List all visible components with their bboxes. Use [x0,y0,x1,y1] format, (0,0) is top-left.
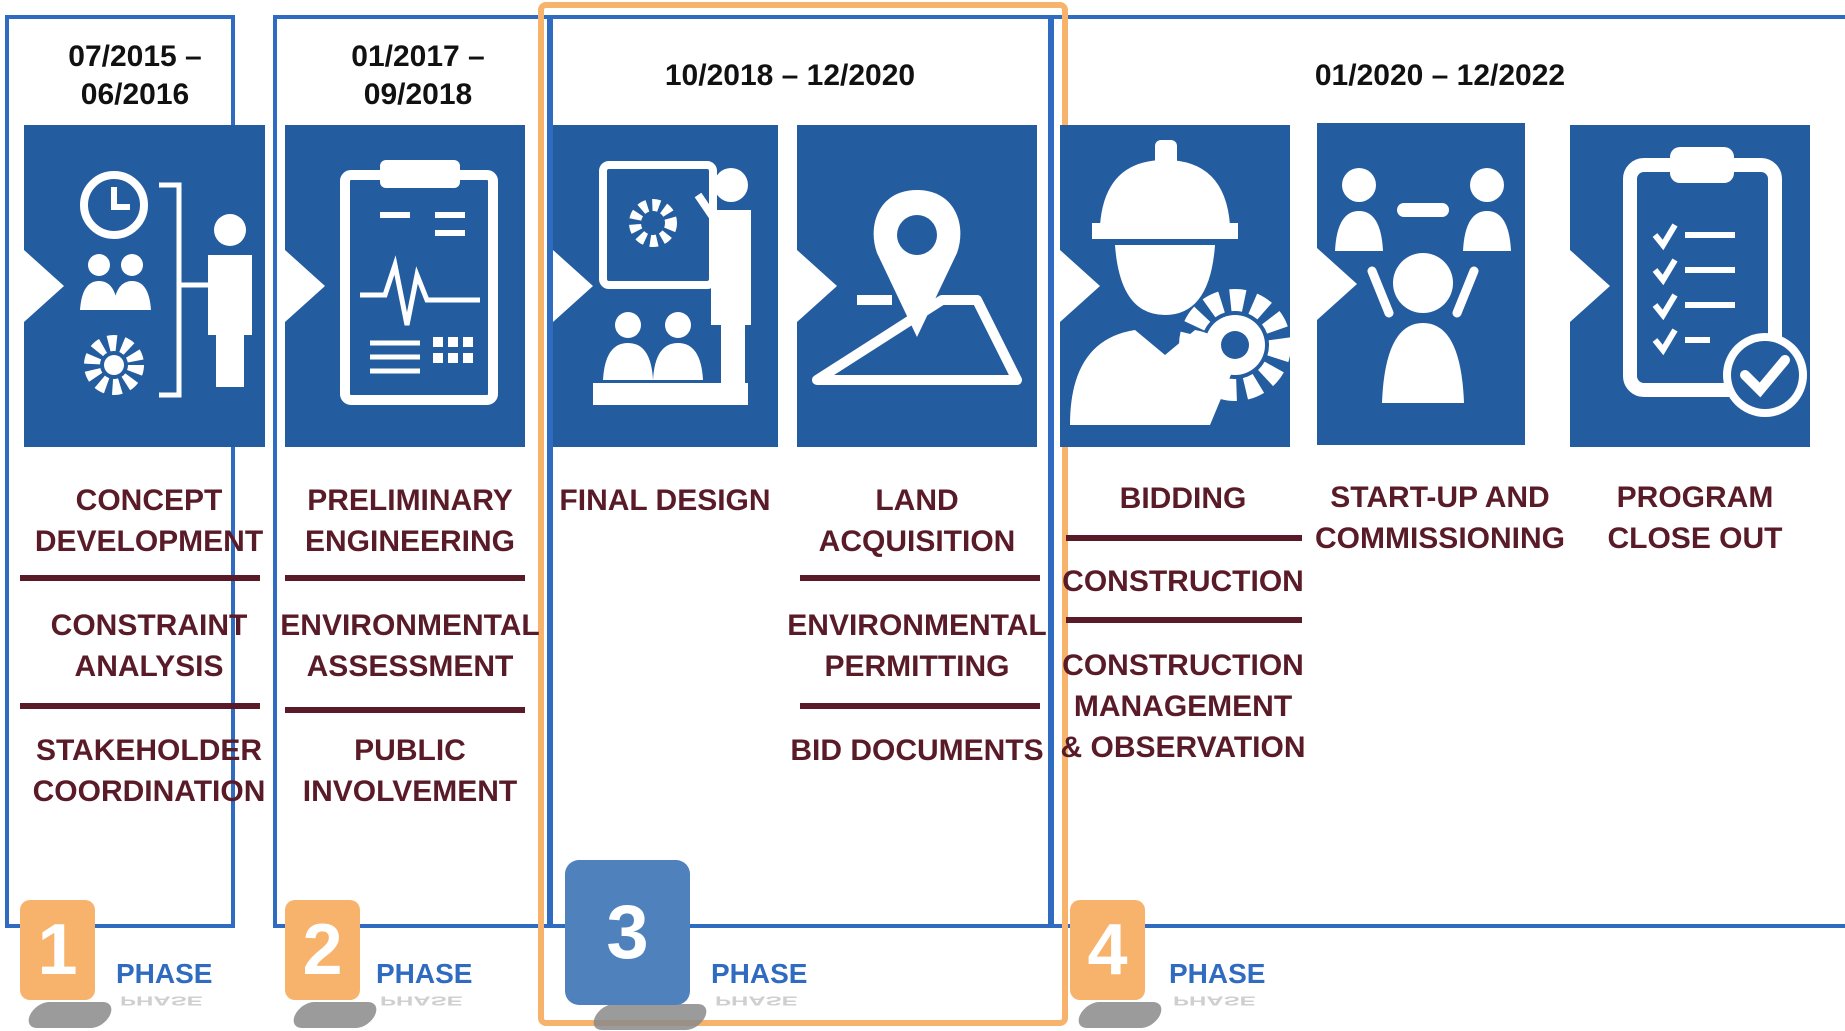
people-group-icon [1317,168,1511,403]
label-final-design: FINAL DESIGN [559,484,771,517]
phase-4-reflection: PHASE [1173,993,1256,1008]
phase-4-badge: 4 [1070,900,1145,1000]
divider [285,575,525,581]
label-environmental-assessment: ENVIRONMENTAL ASSESSMENT [280,609,540,683]
phase-3-badge: 3 [565,860,690,1005]
divider [20,703,260,709]
divider [800,575,1040,581]
phase-1-reflection: PHASE [120,993,203,1008]
clipboard-chart-icon [285,160,498,405]
phase-2-reflection: PHASE [380,993,463,1008]
team-meeting-icon [24,171,252,398]
tile-startup [1317,123,1525,445]
phase-3-highlight [538,2,1068,1026]
label-bidding: BIDDING [1119,482,1247,515]
label-construction: CONSTRUCTION [1062,565,1304,598]
tile-closeout [1570,125,1810,447]
label-construction-management: CONSTRUCTION MANAGEMENT & OBSERVATION [1060,649,1306,764]
label-startup-commissioning: START-UP AND COMMISSIONING [1314,481,1565,555]
divider [800,703,1040,709]
badge-shadow [588,1004,712,1030]
label-land-acquisition: LAND ACQUISITION [818,484,1016,558]
tile-land [797,125,1037,447]
phase-4-label: PHASE [1169,958,1266,989]
engineer-gear-icon [1060,140,1290,425]
tile-prelim [285,125,525,447]
phase-3-dates: 10/2018 – 12/2020 [664,59,916,92]
divider [285,707,525,713]
label-program-close-out: PROGRAM CLOSE OUT [1607,481,1783,555]
phase-3-label: PHASE [711,958,808,989]
divider [1066,535,1302,541]
phase-1-label: PHASE [116,958,213,989]
divider [1066,617,1302,623]
phase-2-badge: 2 [285,900,360,1000]
label-environmental-permitting: ENVIRONMENTAL PERMITTING [787,609,1047,683]
tile-final-design [553,125,778,447]
presentation-icon [553,161,751,405]
badge-shadow [1073,1002,1167,1028]
label-bid-documents: BID DOCUMENTS [790,734,1044,767]
phase-2-dates: 01/2017 – 09/2018 [351,40,485,111]
tile-concept [24,125,265,447]
phase-3-reflection: PHASE [715,993,798,1008]
divider [20,575,260,581]
phase-2-frame [273,15,553,928]
phase-1-dates: 07/2015 – 06/2016 [68,40,202,111]
phase-4-dates: 01/2020 – 12/2022 [1314,59,1566,92]
phase-1-badge: 1 [20,900,95,1000]
phase-4-frame [1050,15,1845,928]
label-preliminary-engineering: PRELIMINARY ENGINEERING [304,484,516,558]
phase-2-label: PHASE [376,958,473,989]
map-pin-icon [797,190,1022,385]
label-constraint-analysis: CONSTRAINT ANALYSIS [50,609,248,683]
badge-shadow [23,1002,117,1028]
label-concept-development: CONCEPT DEVELOPMENT [34,484,264,558]
checklist-icon [1570,147,1807,417]
phase-1-frame [5,15,235,928]
label-public-involvement: PUBLIC INVOLVEMENT [302,734,518,808]
tile-bidding [1060,125,1290,447]
label-stakeholder-coordination: STAKEHOLDER COORDINATION [32,734,266,808]
badge-shadow [288,1002,382,1028]
